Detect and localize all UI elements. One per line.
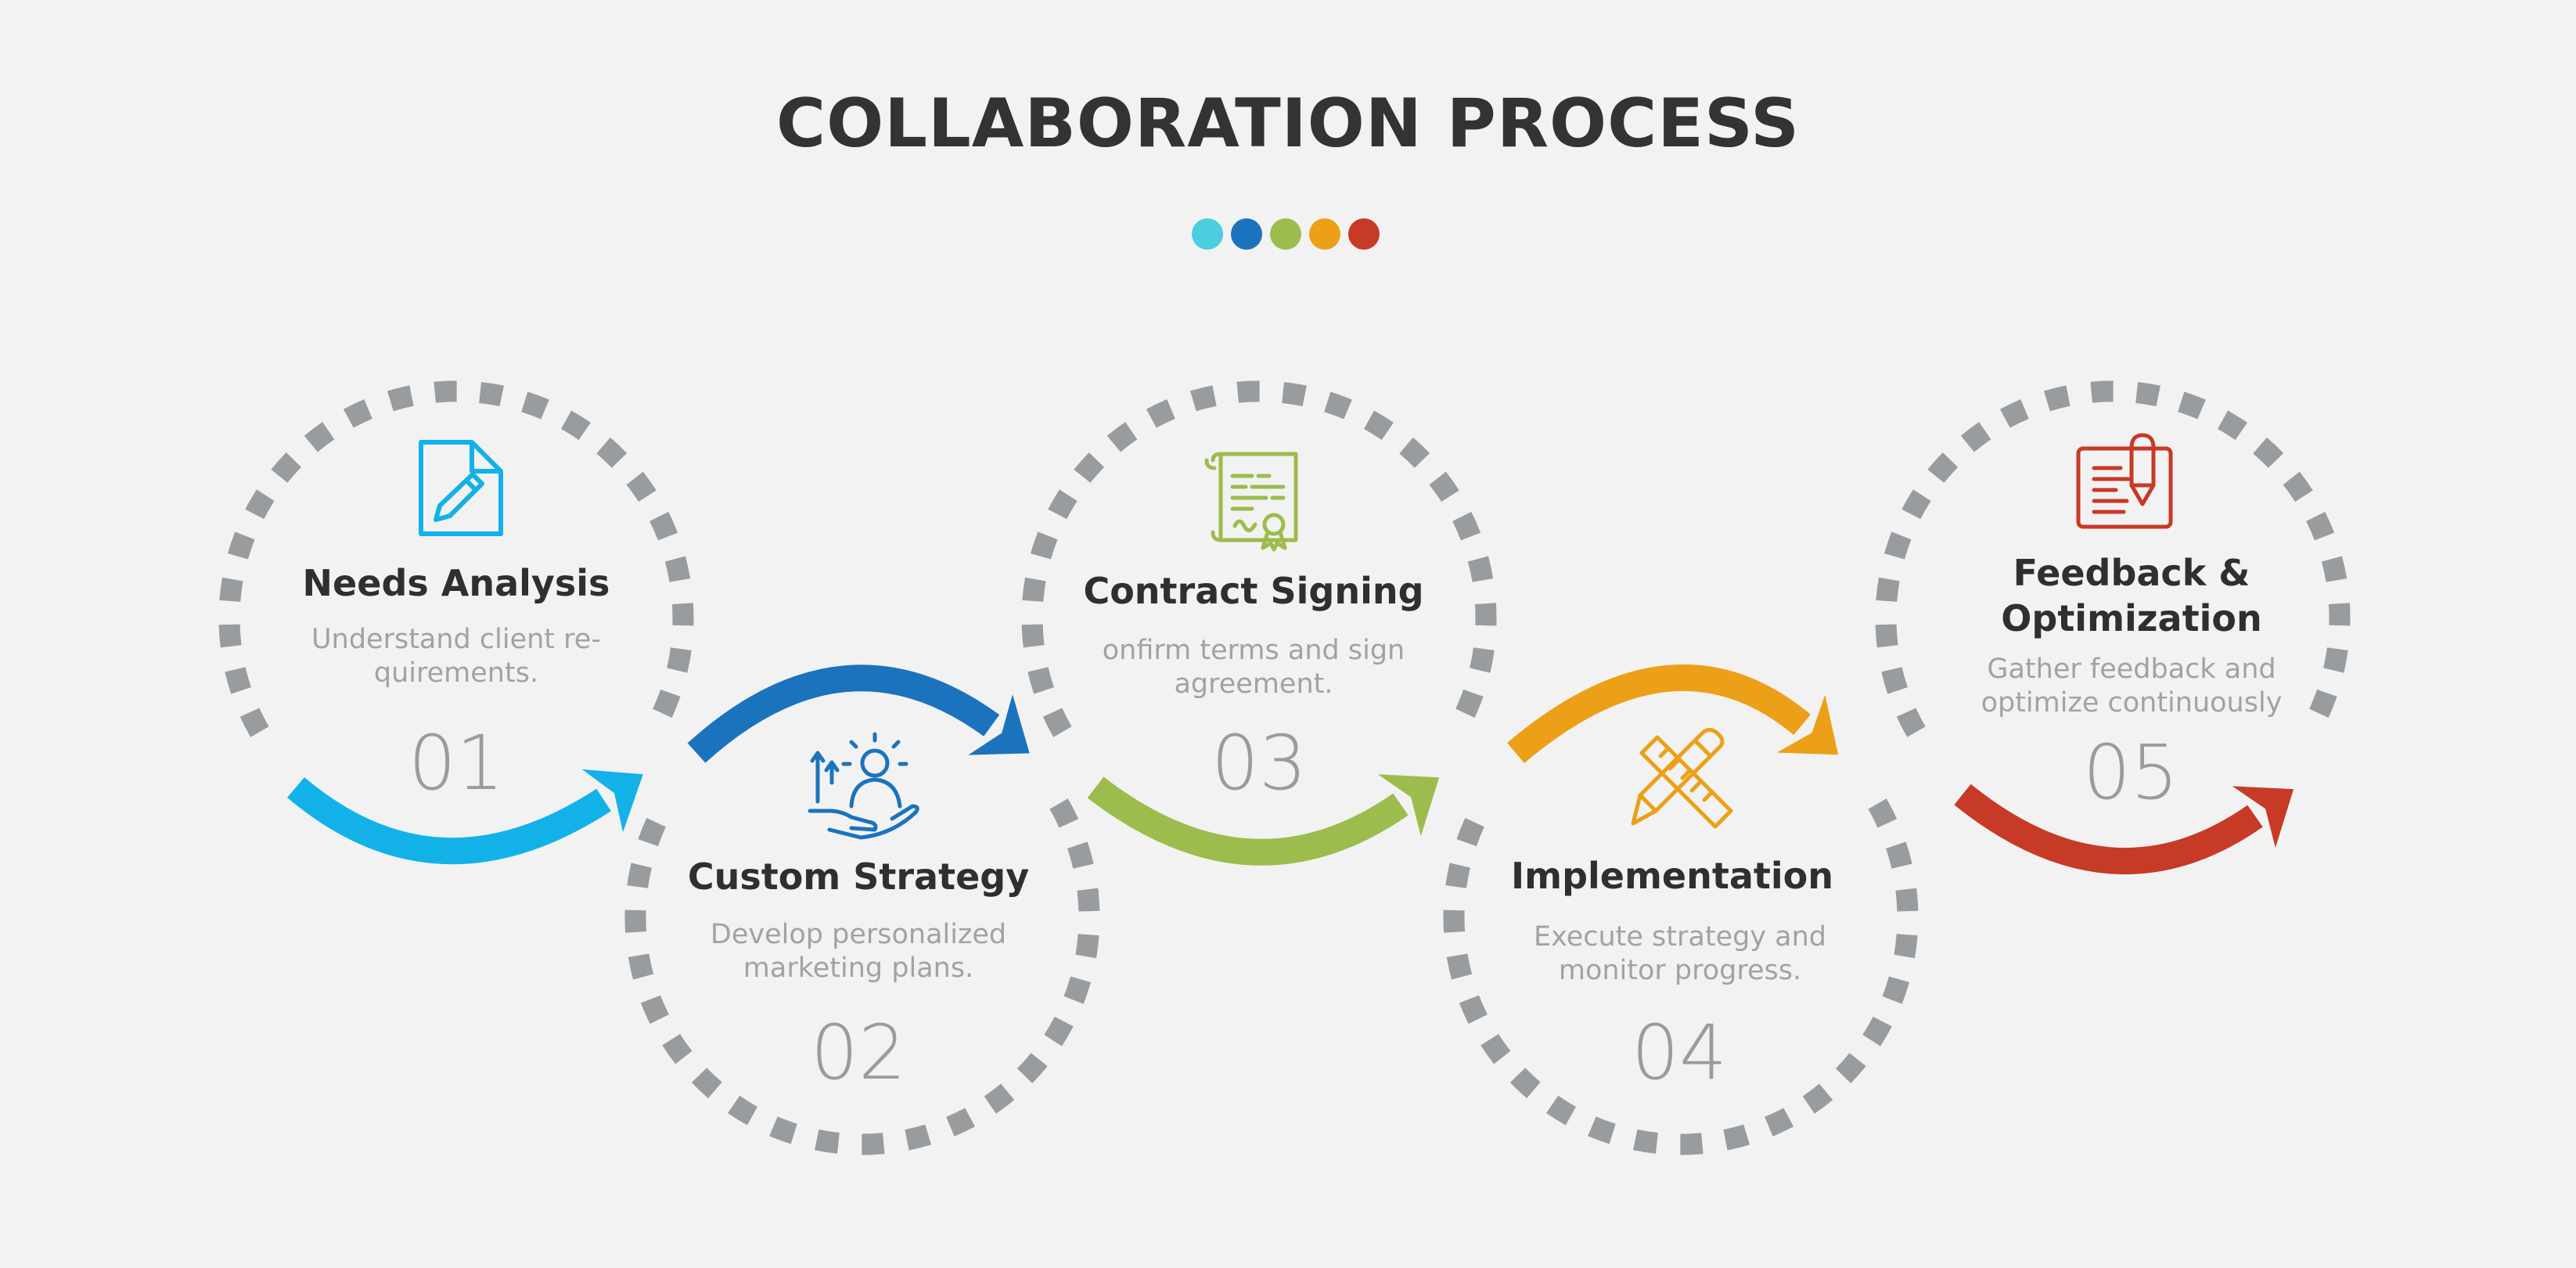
step-5-desc-line-1: Gather feedback and: [1987, 654, 2276, 685]
step-1-title: Needs Analysis: [221, 560, 691, 606]
step-4-title: Implementation: [1437, 853, 1907, 899]
color-dot-2: [1231, 218, 1262, 250]
flow-arrowhead-5: [2232, 786, 2294, 848]
step-3-description: onfirm terms and sign agreement.: [1034, 634, 1473, 701]
step-5-number: 05: [2082, 729, 2179, 816]
color-dot-1: [1192, 218, 1223, 250]
dotted-ring-3: [1021, 380, 1497, 737]
step-2-desc-line-1: Develop personalized: [710, 919, 1007, 950]
dotted-ring-1: [218, 380, 694, 737]
step-5-title-line-2: Optimization: [2001, 597, 2262, 639]
step-5-desc-line-2: optimize continuously: [1981, 687, 2283, 719]
step-3-title: Contract Signing: [1019, 568, 1488, 614]
dotted-ring-2: [624, 798, 1100, 1155]
step-3-title-line-1: Contract Signing: [1083, 570, 1424, 612]
flow-arrow-1: [287, 777, 611, 865]
dotted-ring-5: [1875, 380, 2351, 737]
flow-arrow-4: [1507, 664, 1811, 763]
color-dot-5: [1348, 218, 1380, 250]
flow-arrowhead-1: [581, 769, 643, 833]
color-dot-3: [1270, 218, 1301, 250]
flow-arrow-2: [687, 665, 1000, 763]
step-5-description: Gather feedback and optimize continuousl…: [1912, 653, 2351, 720]
step-3-desc-line-2: agreement.: [1174, 668, 1333, 700]
flow-arrow-5: [1954, 783, 2263, 874]
pencil-ruler-icon: [1631, 728, 1733, 829]
step-1-desc-line-2: quirements.: [373, 657, 539, 689]
step-2-description: Develop personalized marketing plans.: [639, 918, 1078, 985]
step-2-number: 02: [810, 1009, 907, 1097]
flow-arrowhead-3: [1377, 774, 1440, 837]
step-5-title: Feedback & Optimization: [1897, 550, 2366, 641]
step-1-number: 01: [408, 719, 505, 807]
step-4-desc-line-1: Execute strategy and: [1533, 921, 1827, 953]
step-1-title-line-1: Needs Analysis: [302, 562, 610, 604]
flow-arrow-3: [1087, 776, 1409, 866]
color-dot-4: [1309, 218, 1340, 250]
page-title: COLLABORATION PROCESS: [775, 85, 1801, 163]
list-pen-icon: [2076, 433, 2173, 529]
step-2-title-line-1: Custom Strategy: [687, 856, 1030, 898]
step-1-desc-line-1: Understand client re-: [311, 624, 601, 655]
step-4-title-line-1: Implementation: [1511, 855, 1833, 897]
step-5-title-line-1: Feedback &: [2013, 552, 2250, 594]
flow-arrowhead-2: [968, 694, 1030, 755]
document-pencil-icon: [419, 440, 503, 536]
step-3-desc-line-1: onfirm terms and sign: [1102, 635, 1405, 666]
person-on-hand-icon: [808, 732, 919, 840]
step-1-description: Understand client re- quirements.: [237, 623, 675, 690]
step-2-desc-line-2: marketing plans.: [743, 953, 974, 984]
step-3-number: 03: [1211, 719, 1308, 807]
step-4-number: 04: [1631, 1009, 1728, 1097]
flow-arrowhead-4: [1776, 694, 1839, 755]
dotted-ring-4: [1443, 798, 1919, 1155]
step-4-description: Execute strategy and monitor progress.: [1461, 920, 1899, 988]
step-4-desc-line-2: monitor progress.: [1558, 955, 1802, 986]
step-2-title: Custom Strategy: [624, 854, 1093, 899]
certificate-icon: [1204, 452, 1298, 552]
